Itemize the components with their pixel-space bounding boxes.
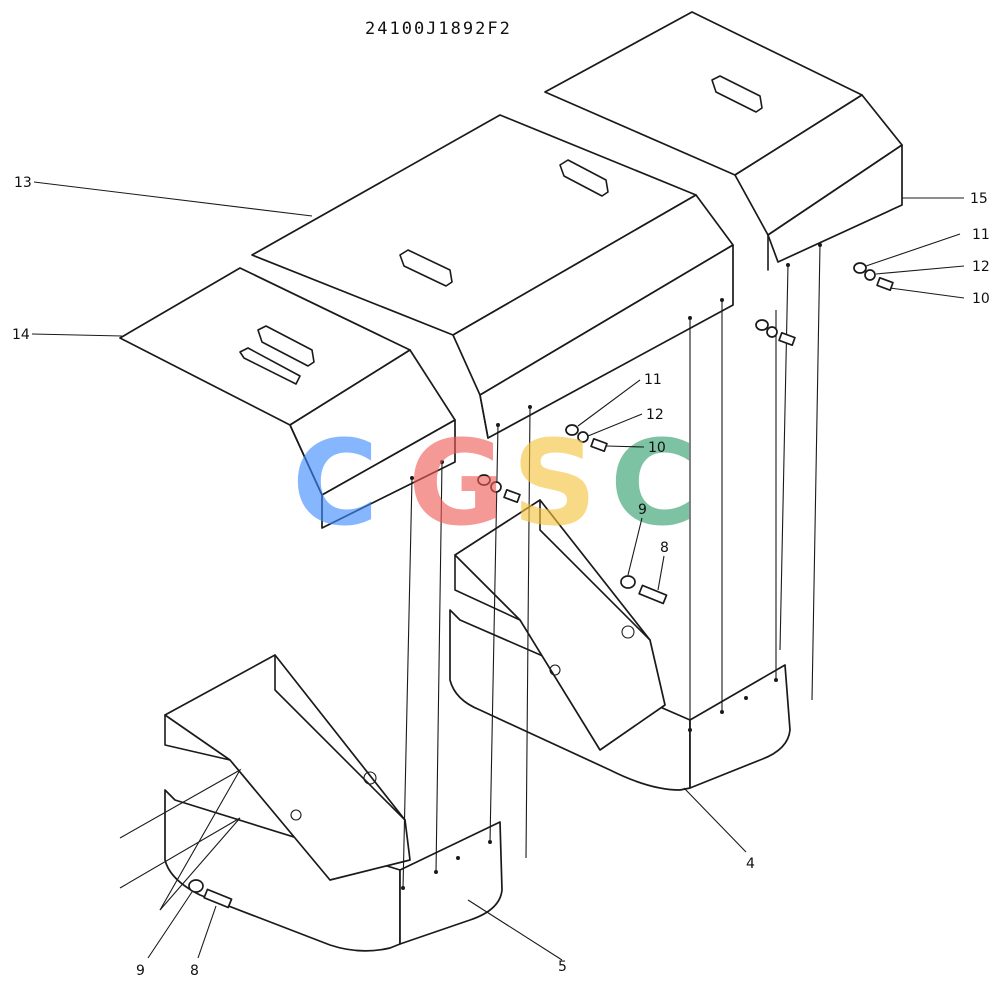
callout-8-right: 8 [660,540,669,556]
bracket-bolt-right [620,575,668,605]
bracket-bolt-left [188,879,233,909]
cover-part-13 [251,114,734,439]
callout-8-left: 8 [190,963,199,979]
callout-9-left: 9 [136,963,145,979]
callout-labels: 13 14 15 11 12 10 11 12 10 9 8 9 8 4 5 [12,175,990,979]
bracket-part-4 [449,499,791,791]
hardware-set-center [565,424,608,453]
callout-12-center: 12 [646,407,664,423]
callout-12-top: 12 [972,259,990,275]
callout-9-right: 9 [638,502,647,518]
watermark-letter-4: C [610,414,697,552]
watermark: C G S C [292,414,697,552]
callout-11-center: 11 [644,372,662,388]
callout-13: 13 [14,175,32,191]
callout-11-top: 11 [972,227,990,243]
callout-5: 5 [558,959,567,975]
bracket-part-5 [164,654,503,952]
watermark-letter-2: G [408,414,505,552]
callout-14: 14 [12,327,30,343]
part-number-title: 24100J1892F2 [365,19,512,39]
callout-4: 4 [746,856,755,872]
hardware-set-middle [755,319,796,347]
callout-10-top: 10 [972,291,990,307]
cover-part-14 [119,267,456,529]
watermark-letter-1: C [292,414,379,552]
assembly-guide-lines [119,244,821,911]
callout-leaders [31,181,965,961]
hardware-set-left [477,474,521,504]
callout-15: 15 [970,191,988,207]
callout-10-center: 10 [648,440,666,456]
cover-part-15 [544,11,903,271]
hardware-set-top [853,262,894,292]
watermark-letter-3: S [512,414,597,552]
